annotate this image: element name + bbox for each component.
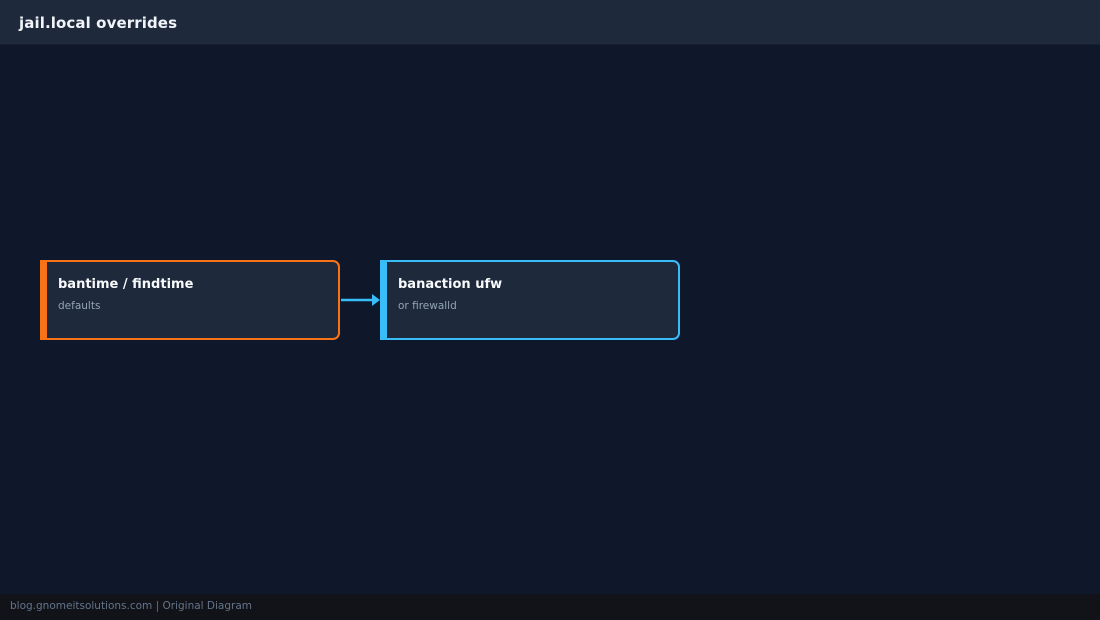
diagram-canvas: bantime / findtime defaults banaction uf… [0,45,1100,594]
footer-credit: blog.gnomeitsolutions.com | Original Dia… [10,600,253,612]
node-title: bantime / findtime [58,277,194,292]
node-subtitle: defaults [58,300,101,312]
node-banaction-ufw[interactable]: banaction ufw or firewalld [380,260,680,340]
footer-bar: blog.gnomeitsolutions.com | Original Dia… [0,594,1100,620]
edge-arrowhead [372,294,380,306]
header-bar: jail.local overrides [0,0,1100,45]
page-title: jail.local overrides [19,14,178,32]
node-title: banaction ufw [398,277,503,292]
node-subtitle: or firewalld [398,300,457,312]
edge-connector [341,294,380,306]
node-bantime-findtime[interactable]: bantime / findtime defaults [40,260,340,340]
